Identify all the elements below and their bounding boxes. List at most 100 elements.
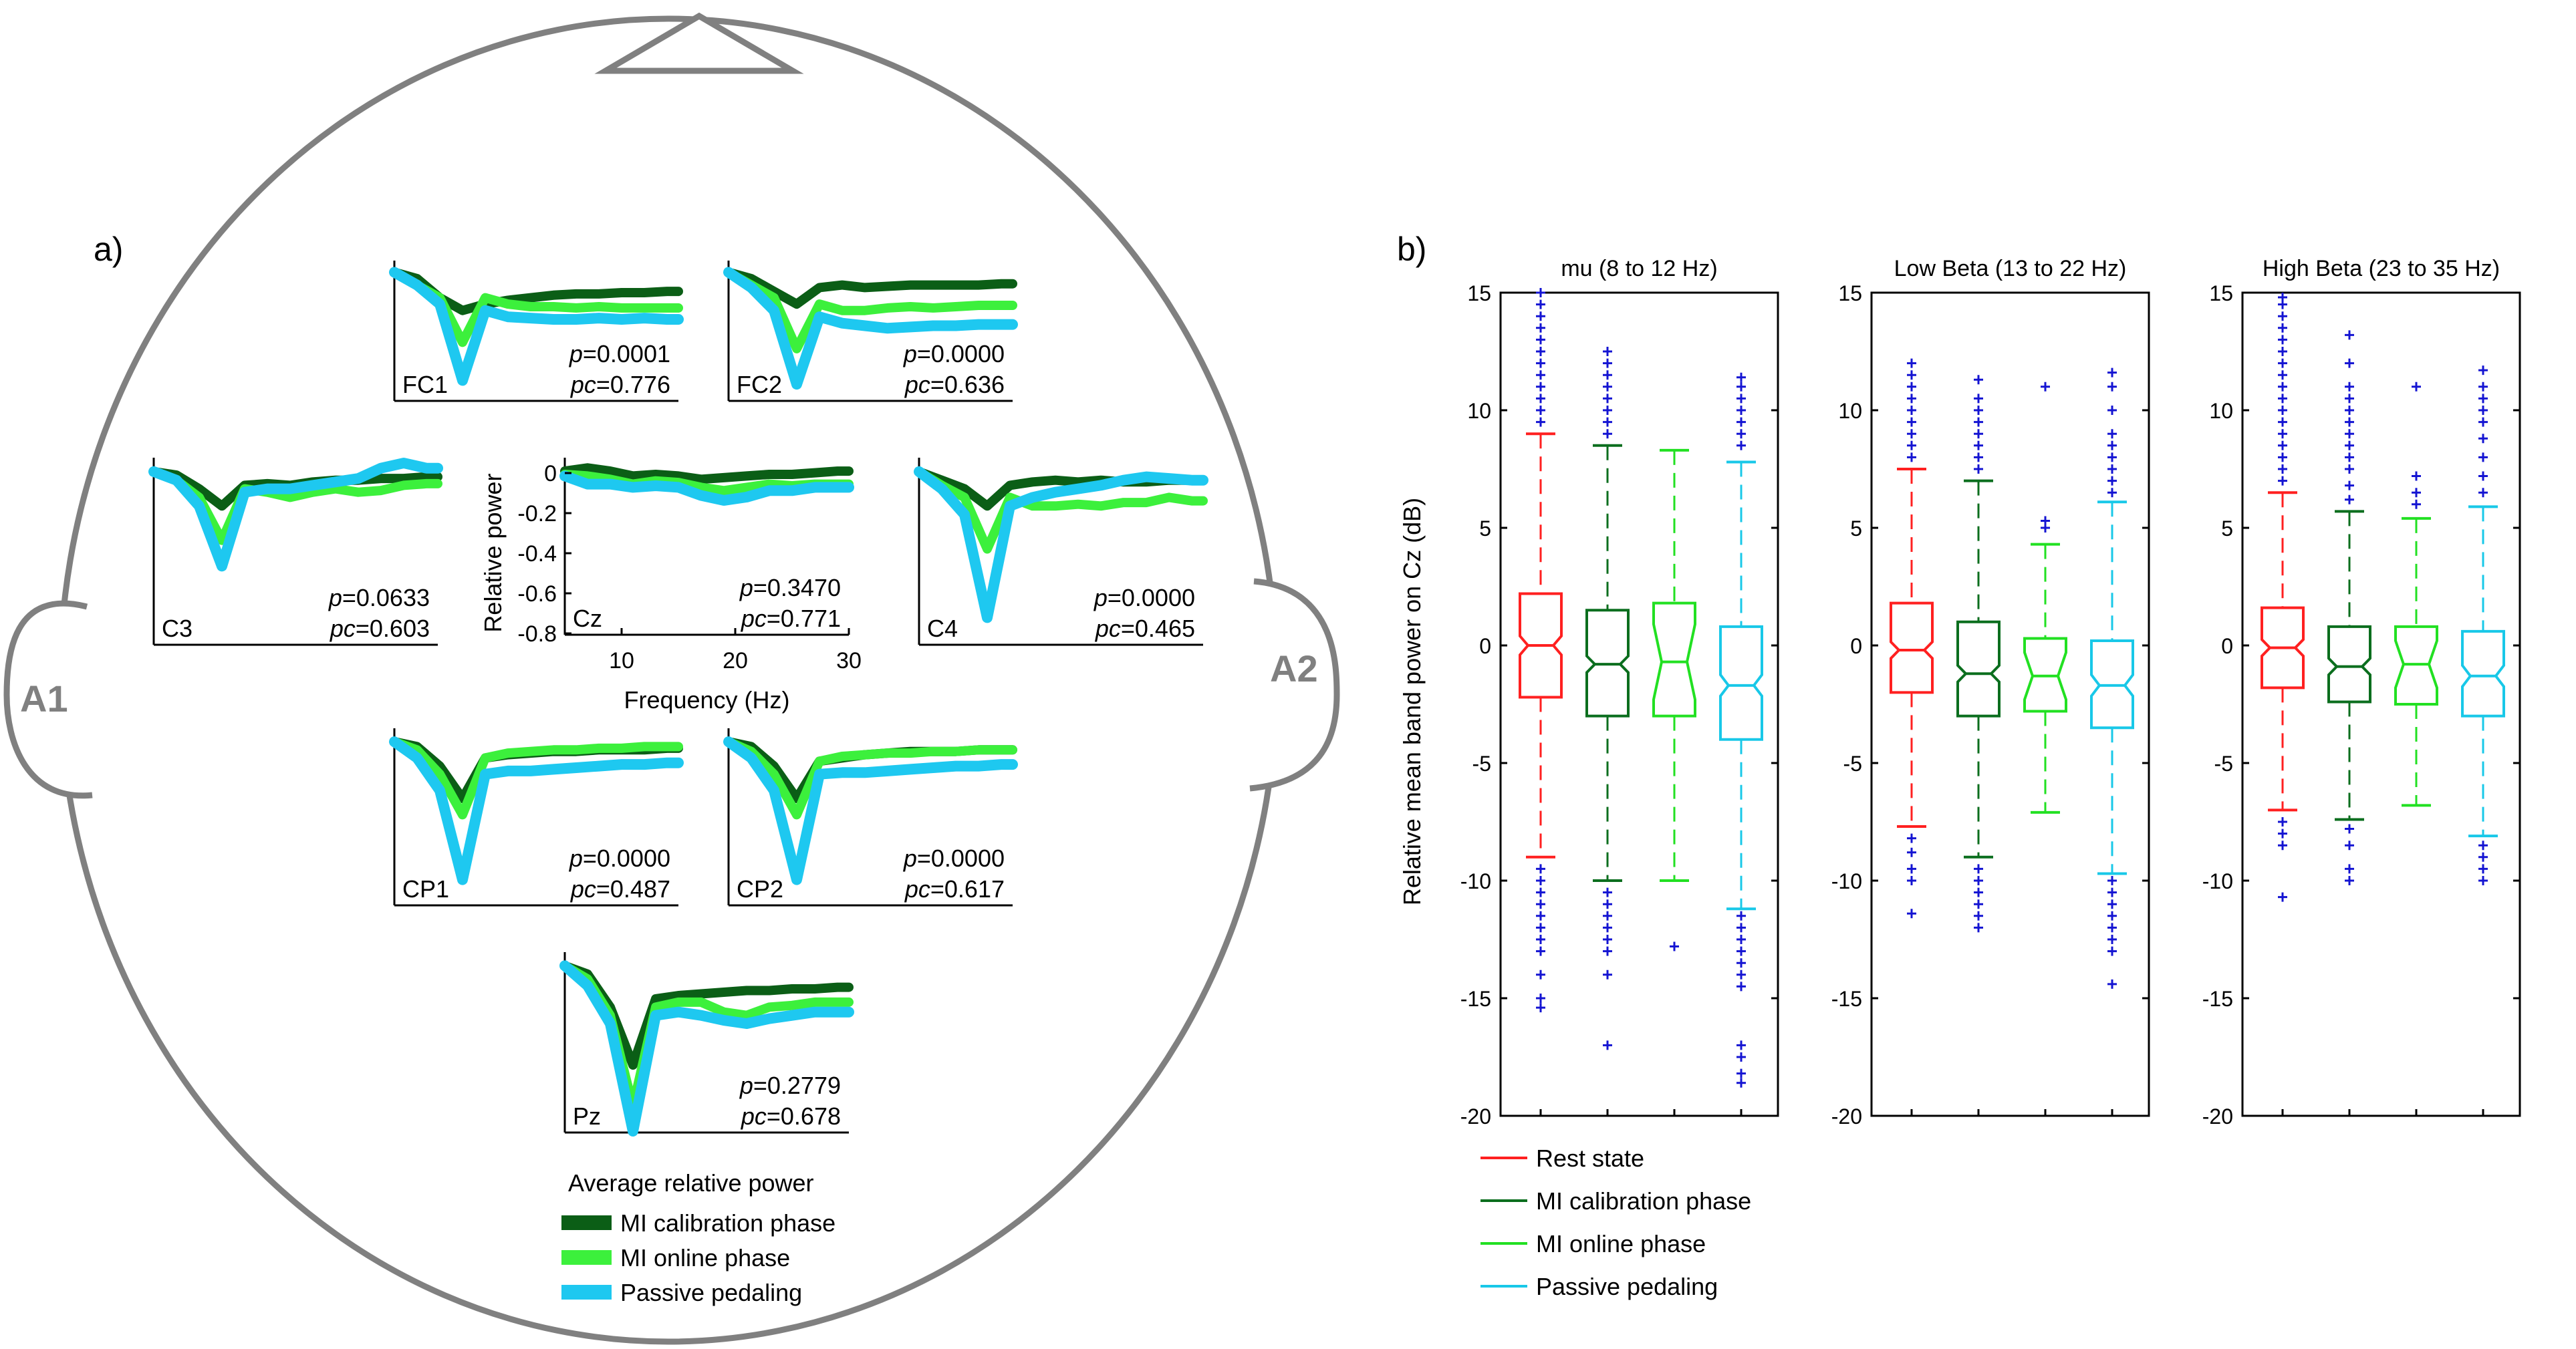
- outlier-marker: [2478, 841, 2488, 851]
- outlier-marker: [1603, 358, 1612, 368]
- outlier-marker: [2107, 876, 2117, 885]
- channel-label: Pz: [573, 1102, 601, 1130]
- box-4: [2461, 365, 2505, 885]
- outlier-marker: [1536, 358, 1545, 368]
- outlier-marker: [1974, 899, 1983, 909]
- outlier-marker: [2278, 464, 2287, 474]
- pc-number: =0.636: [930, 371, 1005, 398]
- box-body: [2327, 625, 2371, 704]
- outlier-marker: [1736, 440, 1746, 450]
- box-body: [1519, 592, 1563, 699]
- outlier-marker: [2412, 488, 2421, 498]
- outlier-marker: [1736, 911, 1746, 921]
- pc-symbol: pc: [570, 371, 596, 398]
- p-number: =0.0001: [583, 340, 670, 367]
- p-symbol: p: [328, 584, 342, 611]
- outlier-marker: [2041, 516, 2050, 526]
- p-symbol: p: [739, 574, 753, 601]
- outlier-marker: [1536, 406, 1545, 415]
- outlier-marker: [1974, 864, 1983, 874]
- outlier-marker: [2345, 429, 2354, 439]
- outlier-marker: [1736, 982, 1746, 992]
- pc-number: =0.603: [356, 615, 430, 642]
- p-value: p=0.0000: [1093, 584, 1195, 611]
- legend-b-item: Rest state: [1480, 1145, 1644, 1172]
- outlier-marker: [2345, 876, 2354, 885]
- p-symbol: p: [569, 845, 583, 872]
- outlier-marker: [2478, 452, 2488, 462]
- outlier-marker: [2478, 365, 2488, 376]
- pc-symbol: pc: [741, 605, 767, 632]
- outlier-marker: [1907, 909, 1916, 919]
- p-number: =0.0000: [1108, 584, 1195, 611]
- outlier-marker: [1974, 887, 1983, 897]
- outlier-marker: [2478, 488, 2488, 498]
- outlier-marker: [2107, 923, 2117, 933]
- panel-title: High Beta (23 to 35 Hz): [2263, 256, 2500, 281]
- y-tick-label: -0.4: [517, 541, 557, 567]
- outlier-marker: [2107, 887, 2117, 897]
- outlier-marker: [1536, 911, 1545, 921]
- p-value: p=0.0000: [569, 845, 670, 872]
- outlier-marker: [1907, 417, 1916, 427]
- pc-number: =0.617: [930, 875, 1005, 903]
- outlier-marker: [2345, 452, 2354, 462]
- legend-b-item: MI online phase: [1480, 1230, 1706, 1257]
- outlier-marker: [2107, 935, 2117, 944]
- pc-value: pc=0.678: [741, 1102, 841, 1130]
- legend-a: Average relative power MI calibration ph…: [561, 1169, 835, 1306]
- outlier-marker: [1536, 394, 1545, 404]
- outlier-marker: [1974, 429, 1983, 439]
- p-symbol: p: [739, 1072, 753, 1099]
- right-ear-icon: [1249, 578, 1340, 792]
- outlier-marker: [1603, 1040, 1612, 1050]
- outlier-marker: [1974, 440, 1983, 450]
- box-body: [2461, 629, 2505, 718]
- outlier-marker: [2278, 841, 2287, 851]
- outlier-marker: [1536, 935, 1545, 944]
- outlier-marker: [2278, 394, 2287, 404]
- p-number: =0.2779: [753, 1072, 841, 1099]
- outlier-marker: [1603, 887, 1612, 897]
- channel-label: C4: [927, 615, 958, 642]
- plot-frame: [1499, 291, 1779, 1117]
- outlier-marker: [2345, 841, 2354, 851]
- outlier-marker: [1736, 958, 1746, 968]
- y-tick-label: -15: [1831, 987, 1862, 1011]
- outlier-marker: [2345, 406, 2354, 415]
- p-number: =0.3470: [753, 574, 841, 601]
- legend-b-label: Passive pedaling: [1536, 1273, 1718, 1300]
- y-tick-label: -0.6: [517, 581, 557, 607]
- outlier-marker: [2478, 852, 2488, 862]
- pc-symbol: pc: [904, 875, 930, 903]
- outlier-marker: [1907, 358, 1916, 368]
- outlier-marker: [1974, 375, 1983, 385]
- outlier-marker: [2278, 370, 2287, 380]
- y-tick-label: -5: [1843, 752, 1862, 776]
- p-number: =0.0000: [917, 340, 1005, 367]
- axis-xlabel: Frequency (Hz): [624, 686, 789, 714]
- y-tick-label: 15: [1838, 281, 1862, 305]
- box-body: [2090, 639, 2134, 730]
- outlier-marker: [2107, 406, 2117, 415]
- outlier-marker: [2278, 429, 2287, 439]
- outlier-marker: [1536, 311, 1545, 321]
- outlier-marker: [2345, 464, 2354, 474]
- outlier-marker: [1907, 429, 1916, 439]
- pc-number: =0.771: [767, 605, 841, 632]
- y-tick-label: 5: [1479, 516, 1491, 541]
- outlier-marker: [1974, 406, 1983, 415]
- series-line-3: [559, 960, 854, 1137]
- outlier-marker: [2345, 382, 2354, 392]
- outlier-marker: [2278, 452, 2287, 462]
- series-line-3: [148, 458, 443, 572]
- outlier-marker: [2278, 358, 2287, 368]
- outlier-marker: [1974, 452, 1983, 462]
- outlier-marker: [1536, 887, 1545, 897]
- box-body: [2261, 606, 2305, 690]
